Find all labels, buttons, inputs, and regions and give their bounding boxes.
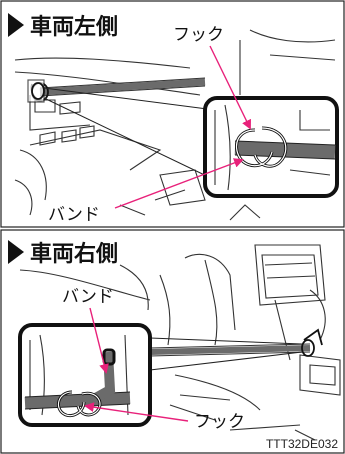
label-band-top: バンド	[48, 205, 100, 225]
title-left-side: 車両左側	[30, 14, 118, 40]
title-marker-bottom	[8, 240, 24, 264]
arrow-hook-top	[209, 45, 251, 130]
top-panel: 車両左側 フック バンド	[0, 0, 345, 228]
zoom-lines-top	[43, 87, 216, 181]
bottom-panel: 車両右側 バンド フック TTT32DE032	[0, 229, 345, 454]
title-marker-top	[8, 13, 24, 37]
interior-left-art	[14, 29, 336, 221]
label-hook-top: フック	[173, 25, 224, 45]
zoom-lines-bottom	[149, 337, 303, 371]
interior-right-art	[19, 244, 341, 441]
arrow-hook-bottom	[84, 402, 189, 422]
zoom-inset-top	[203, 96, 339, 198]
figure-code: TTT32DE032	[266, 437, 338, 451]
zoom-inset-bottom	[18, 323, 152, 427]
arrow-band-top	[114, 158, 244, 209]
band-top	[39, 77, 206, 97]
arrow-band-bottom	[89, 307, 109, 374]
band-bottom	[149, 343, 311, 357]
label-hook-bottom: フック	[194, 412, 245, 432]
label-band-bottom: バンド	[62, 287, 114, 307]
hook-small-bottom	[301, 328, 323, 357]
hook-small-top	[27, 79, 49, 103]
title-right-side: 車両右側	[30, 242, 118, 267]
